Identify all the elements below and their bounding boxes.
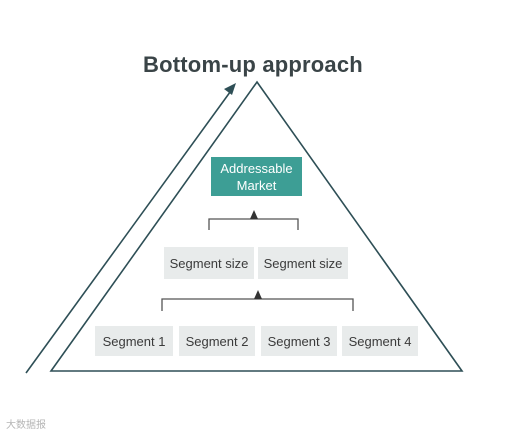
segment-box-1: Segment 1	[95, 326, 173, 356]
segment-size-box-1: Segment size	[164, 247, 254, 279]
diagonal-arrow-line	[25, 87, 234, 374]
segment-box-3: Segment 3	[261, 326, 337, 356]
diagram-title: Bottom-up approach	[143, 52, 363, 77]
bracket-bottom	[161, 298, 354, 311]
watermark: 大数据报	[6, 420, 46, 431]
bracket-top	[208, 218, 299, 230]
segment-size-box-2: Segment size	[258, 247, 348, 279]
addressable-market-box: Addressable Market	[211, 157, 302, 196]
pyramid-outline	[49, 80, 464, 372]
up-arrow-icon	[250, 210, 258, 219]
segment-box-2: Segment 2	[179, 326, 255, 356]
up-arrow-icon	[254, 290, 262, 299]
segment-box-4: Segment 4	[342, 326, 418, 356]
diagonal-arrow-icon	[224, 83, 236, 95]
